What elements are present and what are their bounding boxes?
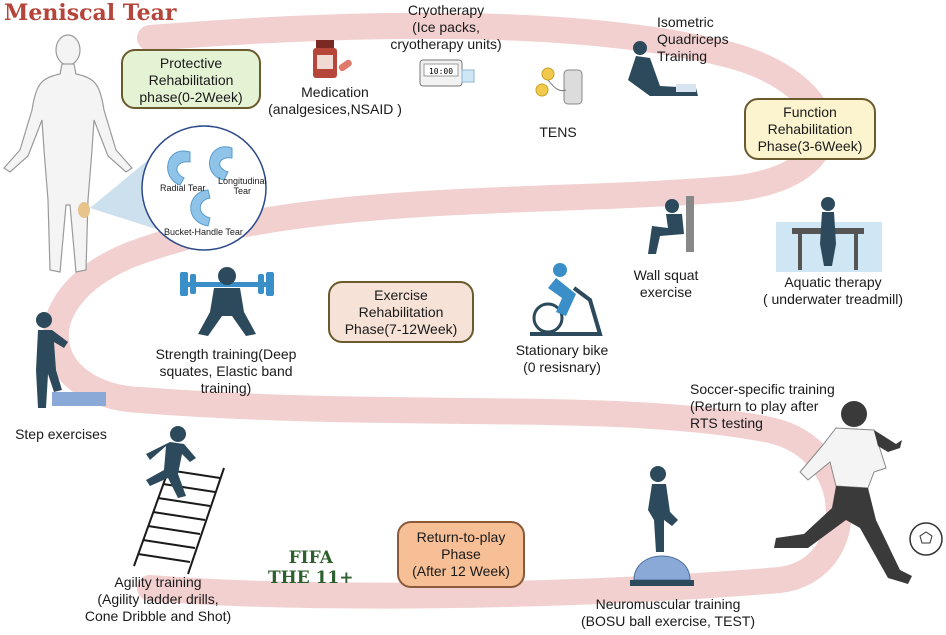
longitudinal-tear-icon [209,146,233,181]
agility-runner-icon [146,426,196,498]
knee-marker-icon [78,202,90,218]
stationary-bike-icon [530,263,603,336]
agility-ladder-icon [133,459,225,575]
tens-label: TENS [539,124,577,140]
bucket-handle-tear-label: Bucket-Handle Tear [164,227,243,237]
medication-bottle-icon [313,40,352,78]
soccer-training-label: Soccer-specific training (Rerturn to pla… [690,381,835,431]
cryotherapy-timer-icon: 10:00 [419,59,475,87]
strength-training-label: Strength training(Deep squates, Elastic … [155,346,297,396]
step-exercise-figure-icon [36,312,106,408]
isometric-quad-figure-icon [628,41,698,96]
step-exercises-label: Step exercises [15,426,107,442]
wall-squat-figure-icon [648,196,694,254]
neuromuscular-training-label: Neuromuscular training (BOSU ball exerci… [580,596,755,629]
isometric-label: Isometric Quadriceps Training [657,14,729,64]
agility-training-label: Agility training (Agility ladder drills,… [84,574,232,624]
soccer-ball-icon [909,522,943,556]
soccer-runner-icon [774,401,912,584]
stationary-bike-label: Stationary bike (0 resisnary) [515,342,609,375]
tens-device-icon [535,67,583,105]
human-body-icon [3,34,133,273]
rehab-pathway [42,12,852,609]
fifa-11-plus-label: FIFA THE 11+ [268,548,354,588]
bosu-balance-figure-icon [630,466,694,586]
radial-tear-icon [167,150,191,186]
aquatic-therapy-icon [776,197,882,272]
radial-tear-label: Radial Tear [160,183,206,193]
phase-protective: Protective Rehabilitation phase(0-2Week) [121,49,261,109]
medication-label: Medication (analgesices,NSAID ) [268,84,402,117]
longitudinal-tear-label: Longitudinal Tear [218,176,267,196]
diagram-title: Meniscal Tear [4,0,177,26]
phase-function: Function Rehabilitation Phase(3-6Week) [744,98,876,160]
aquatic-therapy-label: Aquatic therapy ( underwater treadmill) [762,274,904,307]
cryotherapy-label: Cryotherapy (Ice packs, cryotherapy unit… [390,2,502,52]
phase-exercise: Exercise Rehabilitation Phase(7-12Week) [328,281,474,343]
timer-display: 10:00 [429,67,453,76]
barbell-squat-figure-icon [180,267,274,336]
phase-return-to-play: Return-to-play Phase (After 12 Week) [397,521,525,588]
wall-squat-label: Wall squat exercise [633,267,699,300]
bucket-handle-tear-icon [190,189,211,227]
